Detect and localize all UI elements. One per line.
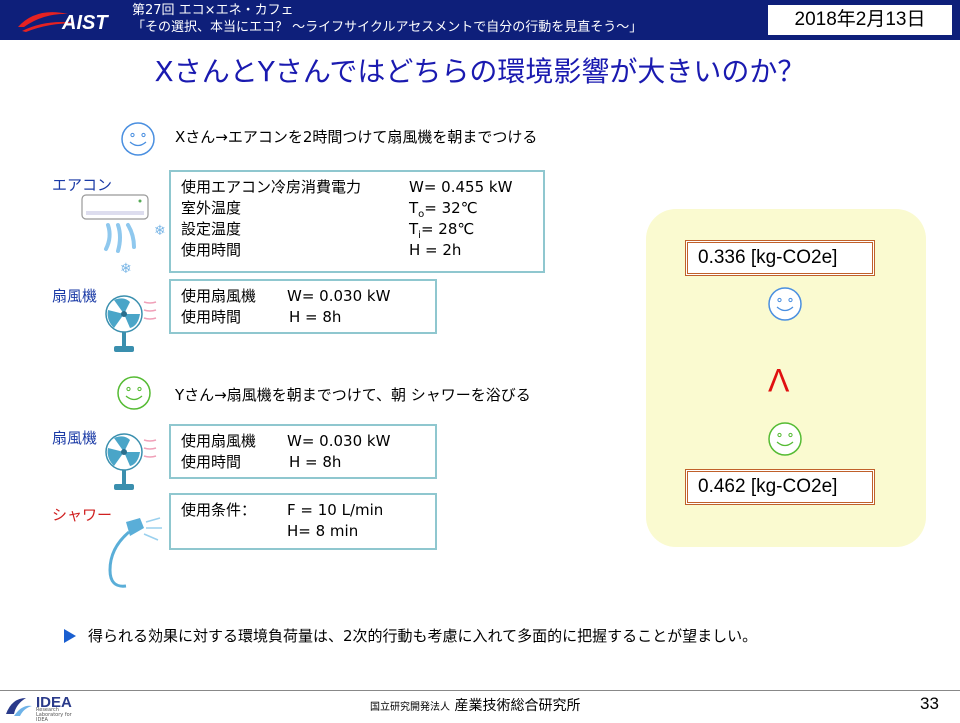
page-number: 33 — [920, 694, 939, 713]
shower-icon — [108, 517, 162, 588]
smiley-x-icon — [121, 122, 155, 156]
aircon-row-setting: 設定温度 Ti= 28℃ — [181, 219, 543, 241]
fan-row-value: W= 0.030 kW — [287, 432, 391, 450]
event-info: 第27回 エコ×エネ・カフェ 「その選択、本当にエコ？ ～ライフサイクルアセスメ… — [132, 2, 642, 36]
fan-row-value: W= 0.030 kW — [287, 287, 391, 305]
fan-label-x: 扇風機 — [52, 287, 98, 305]
fan-row-label: 使用扇風機 — [181, 287, 257, 305]
air-conditioner-icon: ❄ ❄ — [81, 194, 166, 277]
aircon-row-power: 使用エアコン冷房消費電力 W= 0.455 kW — [181, 177, 543, 198]
aircon-row-hours: 使用時間 H = 2h — [181, 240, 543, 261]
shower-row-time: H= 8 min — [181, 521, 435, 542]
event-line-1: 第27回 エコ×エネ・カフェ — [132, 3, 294, 18]
temp-sub: i — [418, 230, 421, 241]
scenario-y-text: Yさん→扇風機を朝までつけて、朝 シャワーを浴びる — [175, 386, 531, 404]
aircon-row-label: 室外温度 — [181, 199, 242, 217]
fan-icon — [105, 295, 157, 352]
organization-main: 産業技術総合研究所 — [454, 698, 581, 714]
shower-row-flow: 使用条件： F = 10 L/min — [181, 500, 435, 521]
fan-row-value: H = 8h — [289, 453, 342, 471]
temp-sub: o — [418, 209, 425, 220]
slide-title: XさんとYさんではどちらの環境影響が大きいのか？ — [154, 55, 806, 88]
shower-row-value: F = 10 L/min — [287, 501, 384, 519]
shower-info-box: 使用条件： F = 10 L/min H= 8 min — [169, 493, 437, 550]
svg-text:❄: ❄ — [154, 223, 166, 239]
fan-icon — [105, 433, 157, 490]
fan-row-label: 使用扇風機 — [181, 432, 257, 450]
organization-name: 国立研究開発法人 産業技術総合研究所 — [370, 697, 580, 717]
shower-row-value: H= 8 min — [287, 522, 359, 540]
result-x-value: 0.336 [kg-CO2e] — [685, 240, 875, 276]
temp-var: T — [409, 220, 419, 238]
fan-row-value: H = 8h — [289, 308, 342, 326]
smiley-y-icon — [768, 422, 802, 456]
aircon-row-value: = 32℃ — [424, 199, 478, 217]
shower-label: シャワー — [52, 506, 113, 524]
aircon-row-value: H = 2h — [409, 241, 462, 259]
aircon-row-outdoor: 室外温度 To= 32℃ — [181, 198, 543, 220]
smiley-x-icon — [768, 287, 802, 321]
temp-var: T — [409, 199, 419, 217]
shower-row-label: 使用条件： — [181, 501, 257, 519]
bullet-triangle-icon — [64, 629, 76, 643]
aircon-row-value: W= 0.455 kW — [409, 178, 513, 196]
event-line-2: 「その選択、本当にエコ？ ～ライフサイクルアセスメントで自分の行動を見直そう～」 — [132, 20, 643, 35]
idea-logo-icon — [6, 698, 32, 716]
svg-text:❄: ❄ — [120, 261, 132, 277]
aircon-row-label: 設定温度 — [181, 220, 242, 238]
aist-logo: AIST — [18, 12, 109, 34]
fan-row-hours: 使用時間 H = 8h — [181, 452, 435, 473]
conclusion-note: 得られる効果に対する環境負荷量は、2次的行動も考慮に入れて多面的に把握することが… — [88, 627, 758, 645]
fan-label-y: 扇風機 — [52, 429, 98, 447]
smiley-y-icon — [117, 376, 151, 410]
idea-logo-subtext: Research Laboratory for IDEA — [36, 707, 72, 723]
fan-row-power: 使用扇風機 W= 0.030 kW — [181, 431, 435, 452]
fan-row-power: 使用扇風機 W= 0.030 kW — [181, 286, 435, 307]
idea-logo-text: IDEA — [36, 694, 72, 711]
fan-row-label: 使用時間 — [181, 453, 242, 471]
scenario-x-text: Xさん→エアコンを2時間つけて扇風機を朝までつける — [175, 128, 538, 146]
fan-row-label: 使用時間 — [181, 308, 242, 326]
aircon-info-box: 使用エアコン冷房消費電力 W= 0.455 kW 室外温度 To= 32℃ 設定… — [169, 170, 545, 273]
logo-text: AIST — [61, 12, 109, 34]
aircon-row-value: = 28℃ — [420, 220, 475, 238]
footer-divider — [0, 690, 960, 691]
aircon-label: エアコン — [52, 176, 113, 194]
fan-info-box-x: 使用扇風機 W= 0.030 kW 使用時間 H = 8h — [169, 279, 437, 334]
fan-info-box-y: 使用扇風機 W= 0.030 kW 使用時間 H = 8h — [169, 424, 437, 479]
date-label: 2018年2月13日 — [768, 5, 952, 35]
aircon-row-label: 使用時間 — [181, 241, 242, 259]
comparison-symbol: V — [768, 362, 790, 398]
fan-row-hours: 使用時間 H = 8h — [181, 307, 435, 328]
organization-prefix: 国立研究開発法人 — [370, 702, 450, 713]
aircon-row-label: 使用エアコン冷房消費電力 — [181, 178, 362, 196]
result-y-value: 0.462 [kg-CO2e] — [685, 469, 875, 505]
